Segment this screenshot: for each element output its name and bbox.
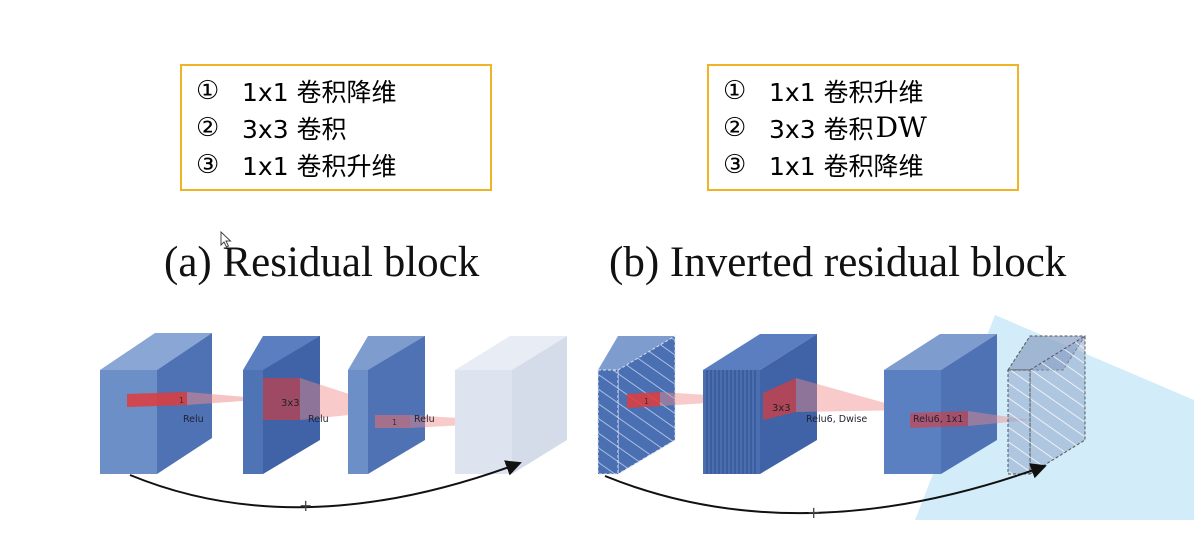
- left-note-1: ① 1x1 卷积降维: [196, 72, 490, 109]
- left-relu-label-3: Relu: [414, 414, 435, 425]
- left-kernel-label-2: 3x3: [281, 398, 300, 409]
- right-relu-label-2: Relu6, 1x1: [913, 414, 963, 425]
- right-note-3-number: ③: [723, 149, 747, 180]
- left-note-2: ② 3x3 卷积: [196, 109, 490, 146]
- right-skip-arrow: [604, 463, 1047, 515]
- left-block-4: [455, 336, 567, 474]
- right-note-2-number: ②: [723, 112, 747, 143]
- right-note-3: ③ 1x1 卷积降维: [723, 146, 1017, 183]
- right-kernel-label-1: 1: [644, 397, 649, 406]
- left-skip-arrow: [129, 460, 522, 509]
- left-kernel-label-1: 1: [179, 396, 184, 405]
- left-note-3-text: 1x1 卷积升维: [242, 151, 397, 181]
- left-note-1-number: ①: [196, 75, 220, 106]
- right-relu-label-1: Relu6, Dwise: [806, 414, 867, 425]
- left-plus-sign: +: [299, 496, 312, 515]
- right-notes-box: ① 1x1 卷积升维 ② 3x3 卷积 DW ③ 1x1 卷积降维: [707, 64, 1019, 191]
- right-kernel-2: [763, 378, 796, 420]
- left-block-3: [348, 336, 425, 474]
- right-kernel-label-2: 3x3: [772, 403, 791, 414]
- left-block-1: [100, 333, 212, 474]
- left-note-1-text: 1x1 卷积降维: [242, 77, 397, 107]
- right-plus-sign: +: [807, 503, 820, 522]
- left-note-2-number: ②: [196, 112, 220, 143]
- right-projection-2: [796, 378, 910, 412]
- left-projection-1: [187, 392, 270, 405]
- caption-inverted-residual-block: (b) Inverted residual block: [609, 239, 1067, 286]
- right-kernel-3: [910, 411, 968, 428]
- left-notes-box: ① 1x1 卷积降维 ② 3x3 卷积 ③ 1x1 卷积升维: [180, 64, 492, 191]
- right-kernel-1: [627, 392, 660, 408]
- left-note-2-text: 3x3 卷积: [242, 114, 347, 144]
- right-note-1: ① 1x1 卷积升维: [723, 72, 1017, 109]
- right-note-2-text: 3x3 卷积: [769, 114, 874, 144]
- left-kernel-label-3: 1: [392, 418, 397, 427]
- right-projection-3: [968, 411, 1030, 426]
- left-relu-label-1: Relu: [183, 414, 204, 425]
- right-note-3-text: 1x1 卷积降维: [769, 151, 924, 181]
- right-block-4: [1007, 335, 1086, 475]
- left-kernel-3: [375, 415, 410, 428]
- caption-residual-block: (a) Residual block: [164, 239, 480, 286]
- right-note-2: ② 3x3 卷积 DW: [723, 109, 1017, 146]
- left-note-3-number: ③: [196, 149, 220, 180]
- right-note-2-extra: DW: [875, 111, 927, 144]
- left-kernel-2: [263, 378, 300, 420]
- right-note-1-text: 1x1 卷积升维: [769, 77, 924, 107]
- left-note-3: ③ 1x1 卷积升维: [196, 146, 490, 183]
- left-relu-label-2: Relu: [308, 414, 329, 425]
- mouse-pointer-icon: [220, 231, 232, 248]
- right-note-1-number: ①: [723, 75, 747, 106]
- left-kernel-1: [127, 392, 187, 407]
